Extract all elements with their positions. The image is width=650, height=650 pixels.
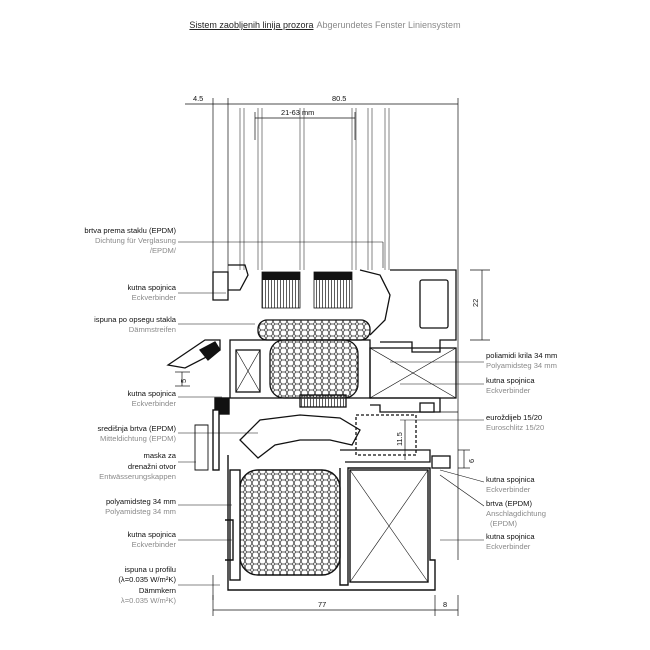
- label-corner-connector-1-de: Eckverbinder: [132, 293, 177, 302]
- label-corner-connector-r2-de: Eckverbinder: [486, 485, 531, 494]
- label-corner-connector-r3: kutna spojnica: [486, 532, 535, 541]
- dim-top-left: 4.5: [193, 94, 203, 103]
- label-corner-connector-r1-de: Eckverbinder: [486, 386, 531, 395]
- label-sash-polyamide-de: Polyamidsteg 34 mm: [486, 361, 557, 370]
- label-stop-seal-de2: (EPDM): [490, 519, 517, 528]
- label-corner-connector-1: kutna spojnica: [127, 283, 176, 292]
- dim-right-upper: 22: [471, 299, 480, 307]
- dim-glass-thickness: 21-63 mm: [281, 108, 314, 117]
- label-corner-connector-3: kutna spojnica: [127, 530, 176, 539]
- dim-bottom-main: 77: [318, 600, 326, 609]
- drainage-cap: [194, 424, 209, 471]
- label-center-seal: središnja brtva (EPDM): [98, 424, 177, 433]
- title-main: Sistem zaobljenih linija prozora: [189, 20, 314, 30]
- frame-profile: [212, 397, 436, 591]
- label-euro-groove-de: Euroschlitz 15/20: [486, 423, 544, 432]
- label-polyamide-bar: polyamidsteg 34 mm: [106, 497, 176, 506]
- label-corner-connector-r1: kutna spojnica: [486, 376, 535, 385]
- label-euro-groove: euroždijeb 15/20: [486, 413, 542, 422]
- label-glazing-seal-de2: /EPDM/: [150, 246, 177, 255]
- label-drain-cap-2: drenažni otvor: [128, 462, 177, 471]
- label-stop-seal: brtva (EPDM): [486, 499, 532, 508]
- dim-left-small: 5: [179, 379, 188, 383]
- glass-pane: [239, 108, 390, 270]
- dim-mid-right: 11.5: [395, 432, 404, 446]
- right-dimensions: [175, 269, 490, 469]
- leader-lines-right: [390, 361, 485, 541]
- top-dimensions: [185, 98, 459, 560]
- label-corner-connector-3-de: Eckverbinder: [132, 540, 177, 549]
- label-sash-polyamide: poliamidi krila 34 mm: [486, 351, 557, 360]
- leader-lines-left: [178, 241, 384, 586]
- label-drain-cap: maska za: [144, 451, 177, 460]
- label-profile-insulation-2: (λ=0.035 W/m²K): [118, 575, 176, 584]
- label-stop-seal-de: Anschlagdichtung: [486, 509, 546, 518]
- label-glazing-seal: brtva prema staklu (EPDM): [84, 226, 176, 235]
- dim-bottom-small: 8: [443, 600, 447, 609]
- label-corner-connector-r2: kutna spojnica: [486, 475, 535, 484]
- label-profile-insulation-3: Dämmkern: [139, 586, 176, 595]
- label-profile-insulation: ispuna u profilu: [124, 565, 176, 574]
- glass-spacers: [261, 271, 353, 309]
- right-labels: poliamidi krila 34 mm Polyamidsteg 34 mm…: [486, 351, 557, 551]
- dim-right-small: 6: [467, 459, 476, 463]
- title-subtitle: Abgerundetes Fenster Liniensystem: [316, 20, 461, 30]
- sash-profile: [166, 264, 457, 413]
- middle-seal: [239, 394, 451, 469]
- label-drain-cap-de: Entwässerungskappen: [99, 472, 176, 481]
- bottom-dimensions: [212, 575, 459, 616]
- label-insulation-strip: ispuna po opsegu stakla: [94, 315, 177, 324]
- label-center-seal-de: Mitteldichtung (EPDM): [100, 434, 176, 443]
- left-labels: brtva prema staklu (EPDM) Dichtung für V…: [84, 226, 176, 605]
- label-profile-insulation-de: λ=0.035 W/m²K): [121, 596, 177, 605]
- label-polyamide-bar-de: Polyamidsteg 34 mm: [105, 507, 176, 516]
- label-insulation-strip-de: Dämmstreifen: [129, 325, 176, 334]
- label-corner-connector-r3-de: Eckverbinder: [486, 542, 531, 551]
- label-corner-connector-2: kutna spojnica: [127, 389, 176, 398]
- dim-top-right: 80.5: [332, 94, 346, 103]
- label-corner-connector-2-de: Eckverbinder: [132, 399, 177, 408]
- label-glazing-seal-de: Dichtung für Verglasung: [95, 236, 176, 245]
